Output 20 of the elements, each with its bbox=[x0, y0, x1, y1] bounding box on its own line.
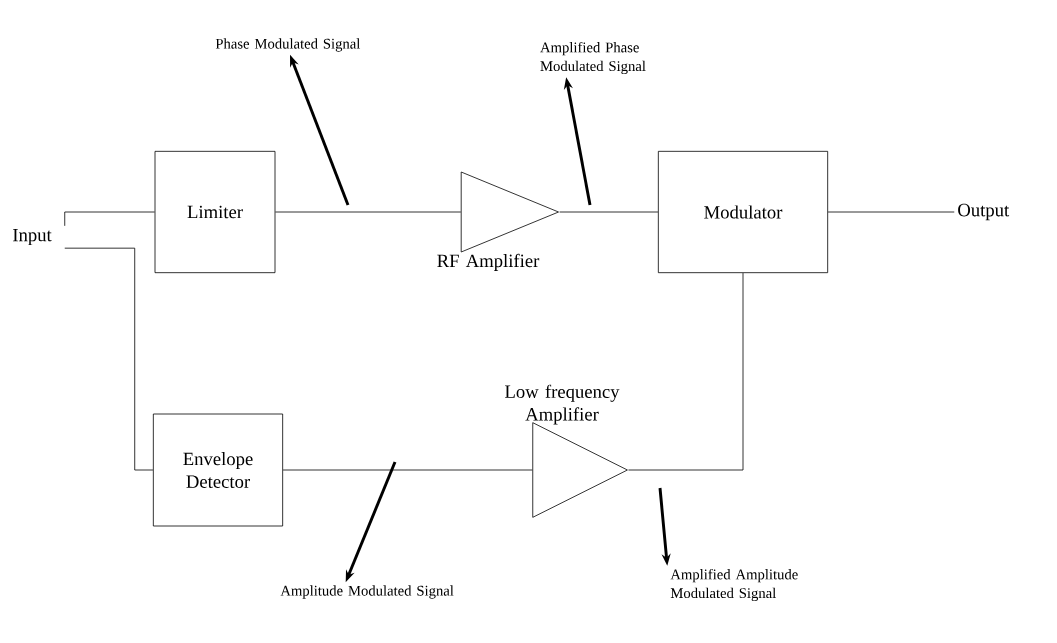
node-label: Low frequency Amplifier bbox=[505, 384, 620, 425]
signal-label: Phase Modulated Signal bbox=[215, 38, 361, 52]
signal-line bbox=[275, 211, 462, 213]
signal-line bbox=[559, 211, 659, 213]
modulator-box: Modulator bbox=[657, 150, 829, 274]
output-label: Output bbox=[958, 203, 1010, 221]
signal-label: Amplified Amplitude Modulated Signal bbox=[670, 568, 798, 602]
signal-label: Amplified Phase Modulated Signal bbox=[540, 41, 646, 75]
signal-line bbox=[628, 272, 744, 471]
signal-line bbox=[64, 211, 155, 227]
amplifier-triangle: RF Amplifier bbox=[437, 171, 559, 271]
detector-box: Envelope Detector bbox=[152, 413, 284, 527]
input-label: Input bbox=[13, 228, 52, 246]
signal-line bbox=[282, 469, 533, 471]
signal-line bbox=[64, 247, 154, 471]
limiter-box: Limiter bbox=[154, 150, 276, 274]
amplifier-triangle: Low frequency Amplifier bbox=[505, 384, 628, 518]
node-label: RF Amplifier bbox=[437, 253, 540, 271]
signal-label: Amplitude Modulated Signal bbox=[280, 585, 454, 599]
signal-line bbox=[827, 211, 955, 213]
